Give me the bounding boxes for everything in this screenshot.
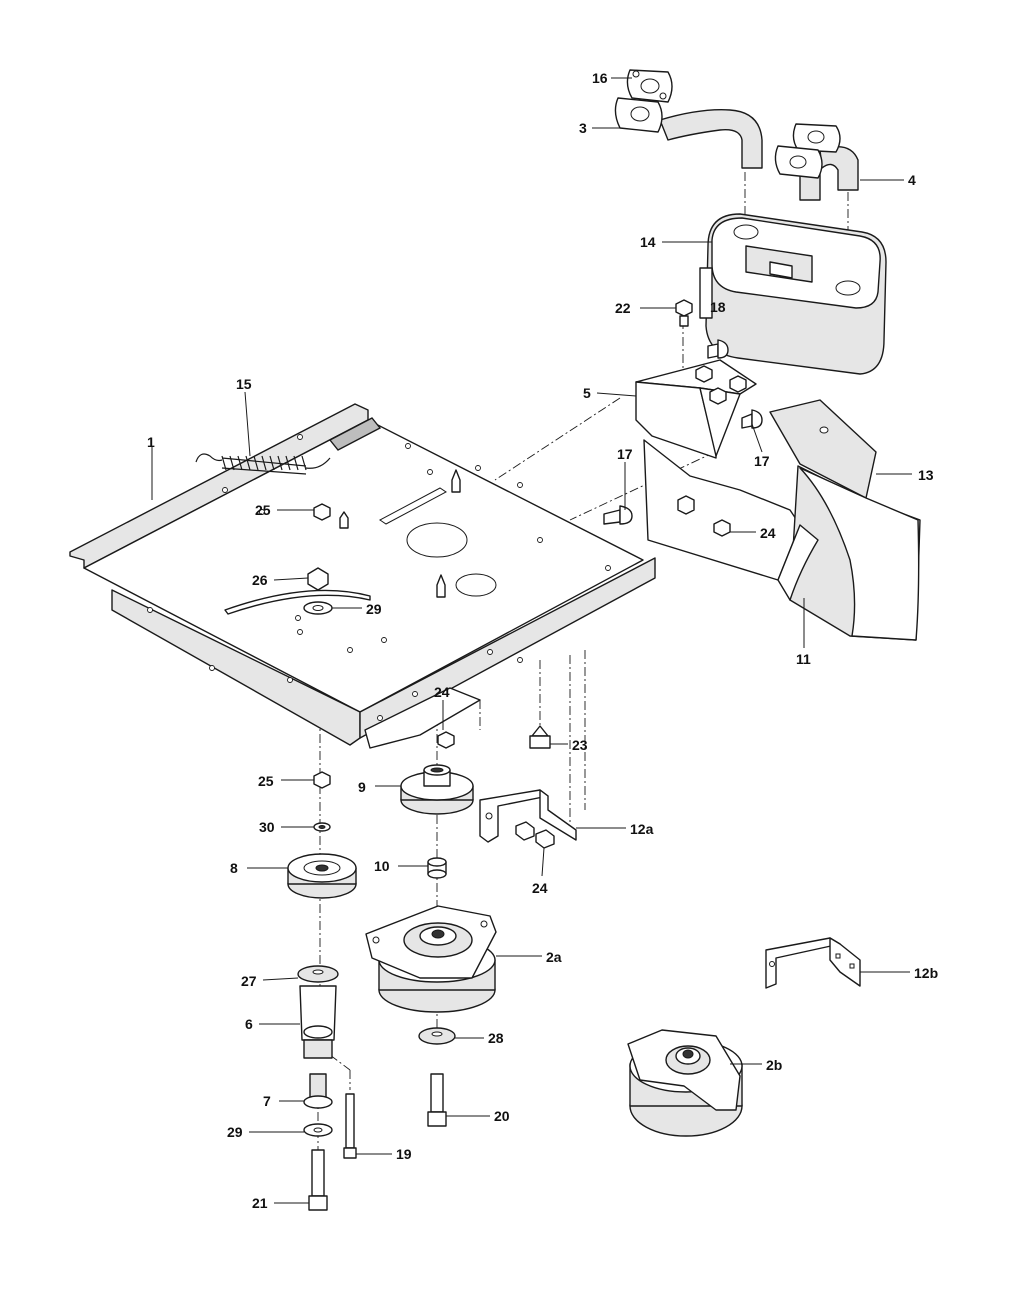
callout-12b: 12b (914, 965, 938, 981)
callout-27: 27 (241, 973, 257, 989)
callout-13: 13 (918, 467, 934, 483)
pivot-hardware-top (303, 503, 333, 615)
callout-6: 6 (245, 1016, 253, 1032)
leader-lines (151, 77, 912, 1204)
tension-spring (195, 453, 331, 475)
callout-17-right: 17 (754, 453, 770, 469)
clutch-bracket-12a (437, 725, 577, 849)
muffler (699, 213, 887, 375)
callout-24-shield: 24 (760, 525, 776, 541)
callout-14: 14 (640, 234, 656, 250)
callout-11: 11 (796, 651, 811, 667)
callout-24-bracket: 24 (532, 880, 548, 896)
callout-18: 18 (710, 299, 726, 315)
callout-10: 10 (374, 858, 390, 874)
callout-29-top: 29 (366, 601, 382, 617)
clutch-bracket-12b (765, 937, 861, 989)
callout-24-plate: 24 (434, 684, 450, 700)
callout-23: 23 (572, 737, 588, 753)
exhaust-pipes (614, 69, 859, 201)
clutch-stack-2a (365, 764, 497, 1127)
callout-21: 21 (252, 1195, 268, 1211)
callout-2a: 2a (546, 949, 562, 965)
callout-7: 7 (263, 1093, 271, 1109)
callout-4: 4 (908, 172, 916, 188)
callout-22: 22 (615, 300, 631, 316)
callout-16: 16 (592, 70, 608, 86)
callout-25-bottom: 25 (258, 773, 274, 789)
callout-1: 1 (147, 434, 155, 450)
callout-30: 30 (259, 819, 275, 835)
muffler-bracket (635, 299, 757, 459)
callout-15: 15 (236, 376, 252, 392)
callout-2b: 2b (766, 1057, 782, 1073)
callout-28: 28 (488, 1030, 504, 1046)
callout-labels: 16 3 4 14 22 18 5 17 17 13 24 11 15 1 25… (147, 70, 938, 1211)
callout-3: 3 (579, 120, 587, 136)
callout-8: 8 (230, 860, 238, 876)
callout-26: 26 (252, 572, 268, 588)
callout-29-bottom: 29 (227, 1124, 243, 1140)
idler-pulley-stack (287, 771, 357, 1211)
callout-5: 5 (583, 385, 591, 401)
clutch-2b (627, 1029, 743, 1137)
main-plate (69, 403, 656, 749)
callout-19: 19 (396, 1146, 412, 1162)
shield-hardware (603, 409, 763, 537)
callout-12a: 12a (630, 821, 654, 837)
callout-20: 20 (494, 1108, 510, 1124)
callout-17-left: 17 (617, 446, 633, 462)
callout-25-top: 25 (255, 502, 271, 518)
discharge-deflector (777, 465, 921, 641)
heat-shield (643, 399, 877, 581)
callout-9: 9 (358, 779, 366, 795)
